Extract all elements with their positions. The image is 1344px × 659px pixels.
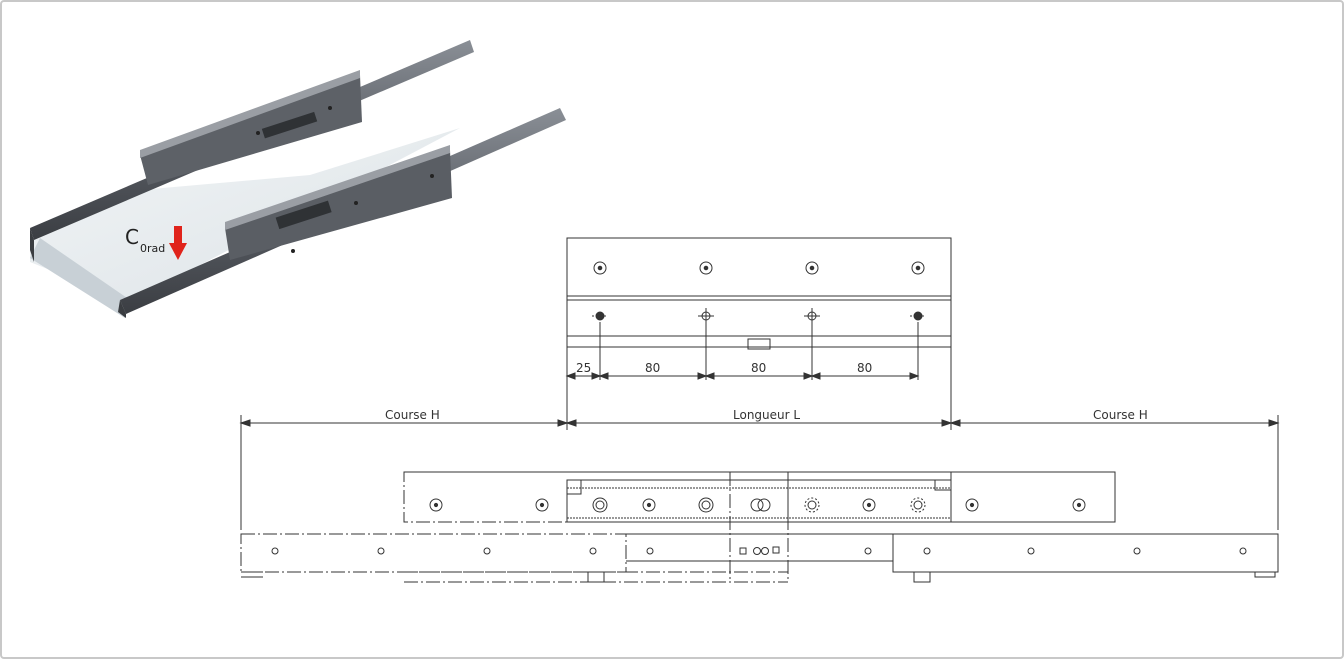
inner-rail-hole	[377, 547, 385, 555]
rail-hole	[291, 249, 295, 253]
fixing-hole	[698, 308, 714, 324]
inner-rail-hole	[753, 547, 761, 555]
dim-first-hole: 25	[576, 361, 591, 375]
dim-pitch-3: 80	[857, 361, 872, 375]
fixing-hole	[804, 308, 820, 324]
rail-front-body	[225, 150, 452, 260]
side-hole	[910, 497, 926, 513]
side-hole	[804, 497, 820, 513]
side-hole	[642, 498, 656, 512]
inner-rail-hole	[761, 547, 769, 555]
overall-dimensions	[239, 415, 1280, 530]
side-hole	[1072, 498, 1086, 512]
glass-edge-left	[30, 238, 130, 318]
side-hole	[750, 498, 771, 512]
rail-back-slot	[261, 111, 318, 139]
inner-rail-hole	[646, 547, 654, 555]
dim-pitch-2: 80	[751, 361, 766, 375]
rail-front-top	[225, 145, 450, 230]
side-hole	[862, 498, 876, 512]
inner-rail-hole	[923, 547, 931, 555]
inner-rail-hole	[589, 547, 597, 555]
upper-hole	[805, 261, 819, 275]
load-rating-label: C 0rad	[125, 225, 165, 255]
side-hole	[429, 498, 443, 512]
inner-rail-hole	[864, 547, 872, 555]
side-hole	[965, 498, 979, 512]
dim-length: Longueur L	[733, 408, 800, 422]
inner-rail-hole	[271, 547, 279, 555]
top-view	[565, 237, 952, 430]
side-hole	[592, 497, 608, 513]
rail-hole	[430, 174, 434, 178]
rail-hole	[354, 201, 358, 205]
fixing-hole	[910, 311, 926, 321]
slide-3d-illustration	[30, 40, 566, 318]
side-hole	[535, 498, 549, 512]
inner-rail-slot	[772, 546, 780, 554]
inner-rail-hole	[1239, 547, 1247, 555]
inner-rail-slot	[739, 547, 747, 555]
outer-rail-right	[950, 471, 1116, 523]
upper-hole	[911, 261, 925, 275]
dim-pitch-1: 80	[645, 361, 660, 375]
inner-rail-hole	[1027, 547, 1035, 555]
inner-rail-hole	[1133, 547, 1141, 555]
rail-hole	[256, 131, 260, 135]
dim-stroke-left: Course H	[385, 408, 440, 422]
load-arrow-icon	[169, 226, 187, 260]
rail-back-body	[140, 75, 362, 185]
side-view	[240, 471, 1279, 583]
rail-front-slot	[275, 200, 332, 230]
rail-back-end	[30, 228, 34, 262]
upper-hole	[699, 261, 713, 275]
side-hole	[698, 497, 714, 513]
load-subscript: 0rad	[140, 242, 165, 255]
rail-front-end	[118, 300, 126, 318]
upper-hole	[593, 261, 607, 275]
inner-rail-hole	[483, 547, 491, 555]
rail-hole	[328, 106, 332, 110]
load-symbol: C	[125, 225, 139, 249]
glass-shelf	[30, 128, 460, 302]
dim-stroke-right: Course H	[1093, 408, 1148, 422]
rail-back-top	[140, 70, 360, 158]
inner-rail-right	[892, 533, 1279, 573]
fixing-hole	[592, 311, 608, 321]
